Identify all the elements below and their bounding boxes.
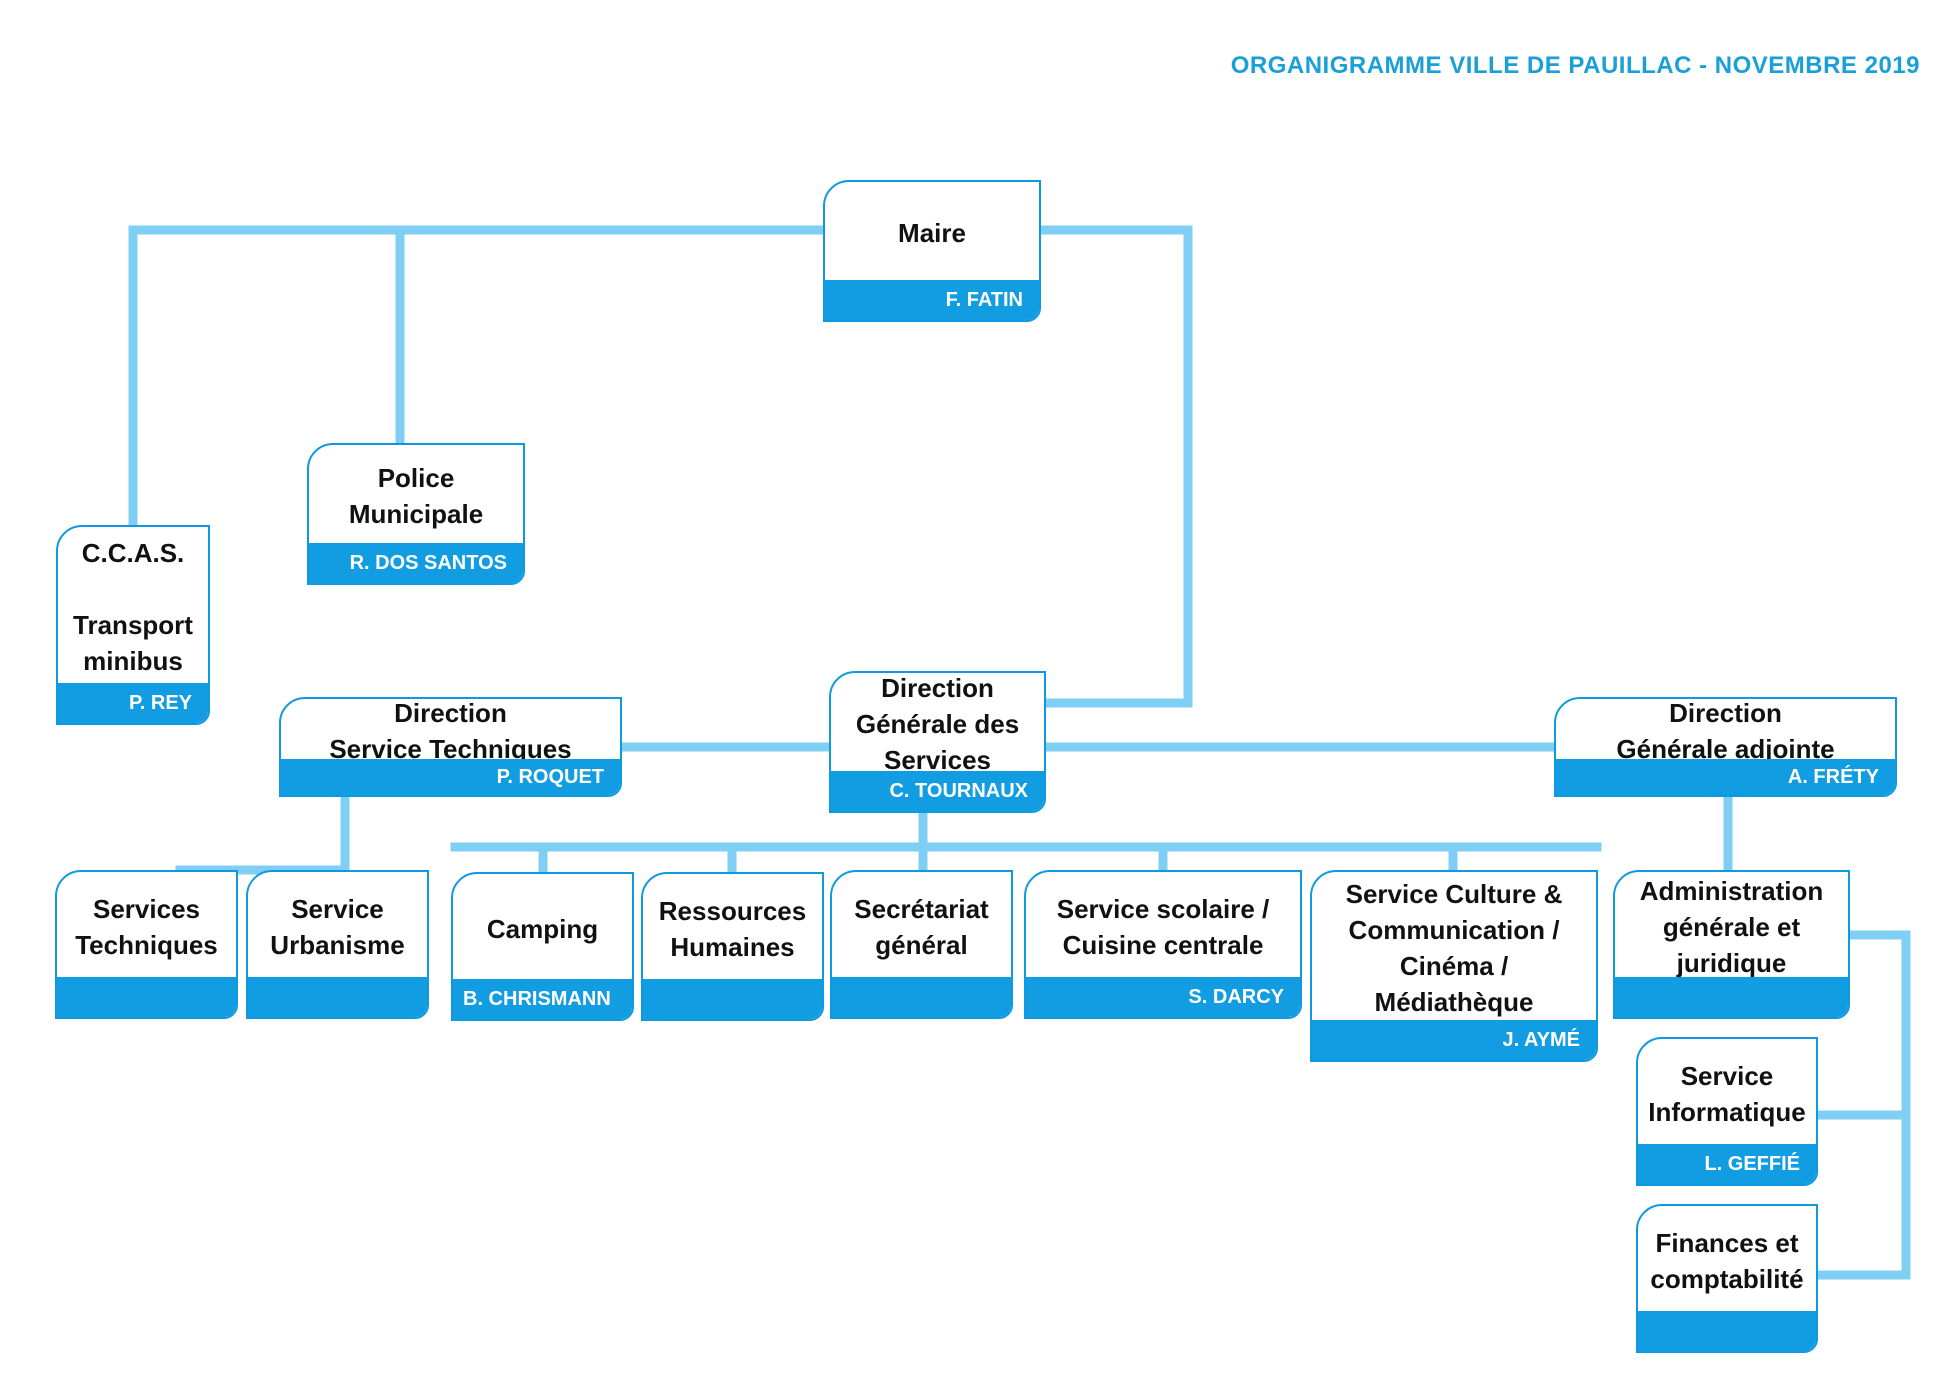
node-label: Administration générale et juridique	[1639, 875, 1824, 978]
node-person: B. CHRISMANN	[453, 979, 632, 1019]
node-label: Service scolaire / Cuisine centrale	[1056, 893, 1270, 960]
node-label: Service Culture & Communication / Cinéma…	[1345, 879, 1563, 1017]
node-person	[1615, 977, 1848, 1017]
node-person: J. AYMÉ	[1312, 1020, 1596, 1060]
node-direction-generale-adjointe: Direction Générale adjointe A. FRÉTY	[1554, 697, 1897, 797]
node-person: P. ROQUET	[281, 759, 620, 795]
node-person	[57, 977, 236, 1017]
node-service-culture: Service Culture & Communication / Cinéma…	[1310, 870, 1598, 1062]
connector-line	[1035, 225, 1193, 708]
node-label: Ressources Humaines	[658, 895, 807, 962]
node-ressources-humaines: Ressources Humaines	[641, 872, 824, 1021]
node-label: C.C.A.S. Transport minibus	[73, 538, 193, 676]
connector-line	[1810, 930, 1911, 1280]
node-label: Direction Générale adjointe	[1616, 698, 1835, 764]
node-person: C. TOURNAUX	[831, 771, 1044, 811]
node-label: Police Municipale	[348, 463, 484, 529]
node-administration-generale: Administration générale et juridique	[1613, 870, 1850, 1019]
node-label: Service Urbanisme	[270, 893, 405, 960]
node-label: Direction Générale des Services	[855, 673, 1020, 775]
node-person: P. REY	[58, 683, 208, 723]
node-person	[1638, 1311, 1816, 1351]
node-person: A. FRÉTY	[1556, 759, 1895, 795]
node-person	[832, 977, 1011, 1017]
node-finances-comptabilite: Finances et comptabilité	[1636, 1204, 1818, 1353]
node-secretariat-general: Secrétariat général	[830, 870, 1013, 1019]
node-label: Services Techniques	[75, 893, 218, 960]
node-direction-service-techniques: Direction Service Techniques P. ROQUET	[279, 697, 622, 797]
node-label: Maire	[898, 218, 966, 248]
node-label: Direction Service Techniques	[329, 698, 572, 764]
chart-title: ORGANIGRAMME VILLE DE PAUILLAC - NOVEMBR…	[1230, 52, 1920, 79]
node-person: R. DOS SANTOS	[309, 543, 523, 583]
node-service-scolaire: Service scolaire / Cuisine centrale S. D…	[1024, 870, 1302, 1019]
node-service-urbanisme: Service Urbanisme	[246, 870, 429, 1019]
node-person: F. FATIN	[825, 280, 1039, 320]
node-person	[643, 979, 822, 1019]
node-person	[248, 977, 427, 1017]
node-maire: Maire F. FATIN	[823, 180, 1041, 322]
node-police-municipale: Police Municipale R. DOS SANTOS	[307, 443, 525, 585]
node-services-techniques: Services Techniques	[55, 870, 238, 1019]
node-service-informatique: Service Informatique L. GEFFIÉ	[1636, 1037, 1818, 1186]
node-label: Service Informatique	[1648, 1060, 1806, 1127]
node-ccas: C.C.A.S. Transport minibus P. REY	[56, 525, 210, 725]
node-label: Camping	[486, 913, 599, 944]
node-person: L. GEFFIÉ	[1638, 1144, 1816, 1184]
node-camping: Camping B. CHRISMANN	[451, 872, 634, 1021]
node-label: Secrétariat général	[854, 893, 989, 960]
node-label: Finances et comptabilité	[1650, 1227, 1804, 1294]
node-direction-generale-des-services: Direction Générale des Services C. TOURN…	[829, 671, 1046, 813]
node-person: S. DARCY	[1026, 977, 1300, 1017]
